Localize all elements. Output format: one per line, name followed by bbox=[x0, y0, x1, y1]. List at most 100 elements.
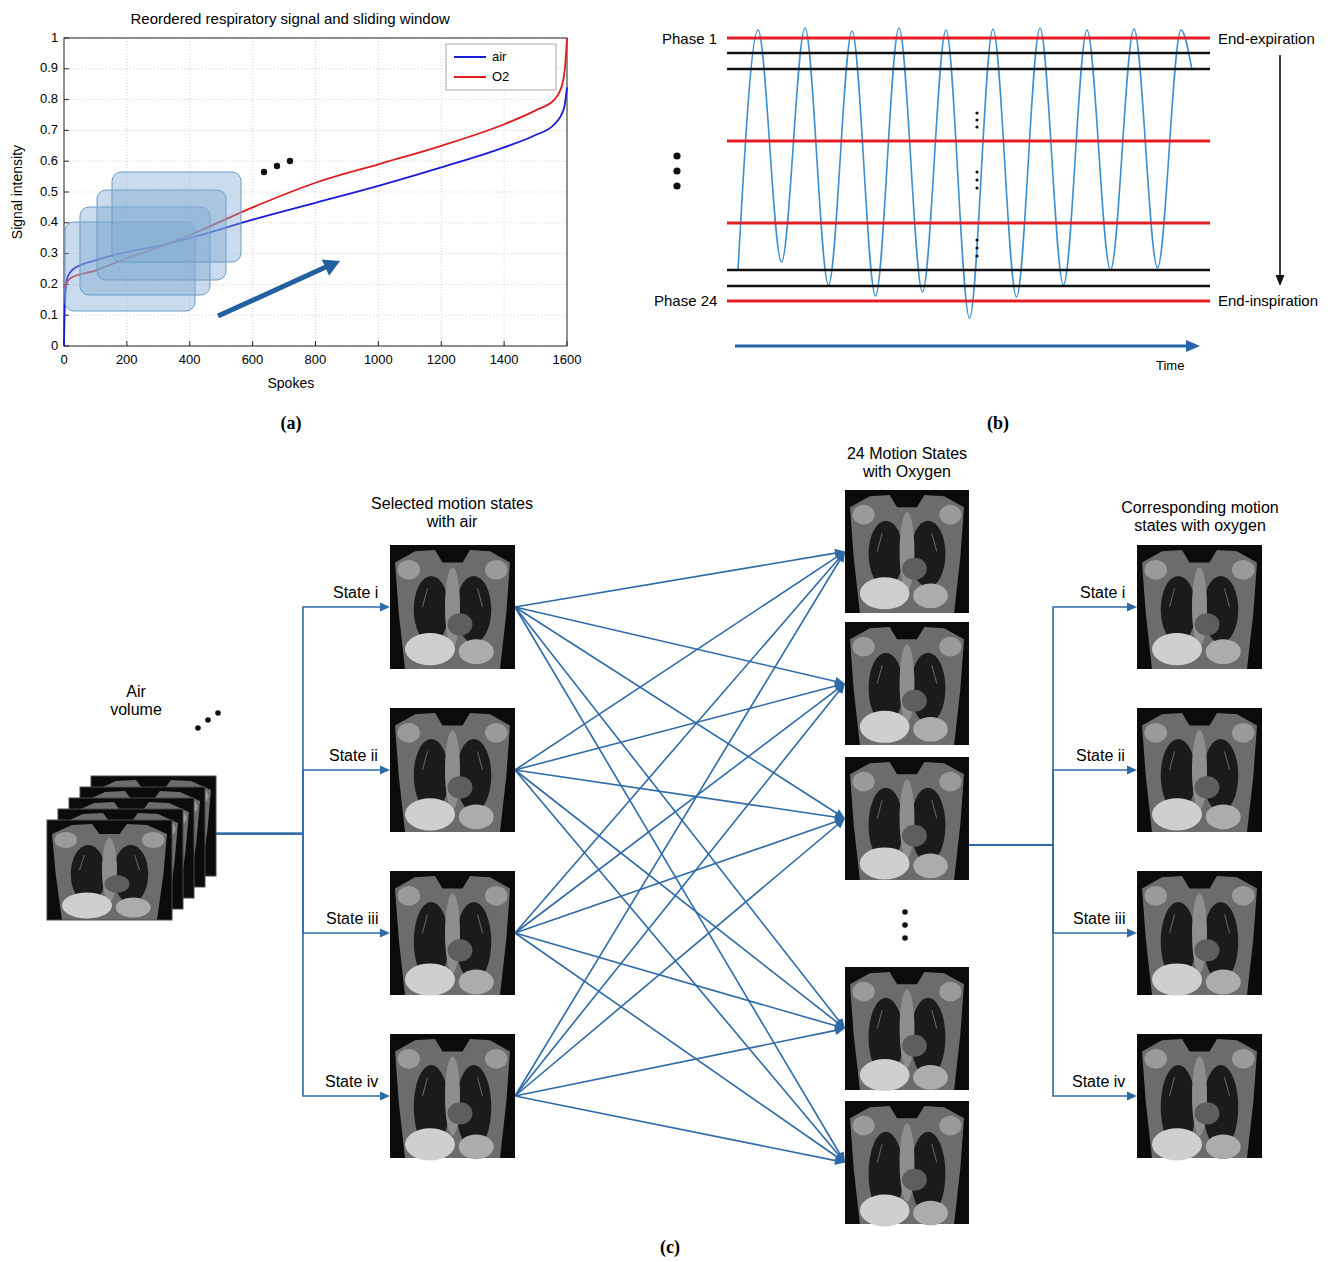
legend-text: O2 bbox=[492, 70, 509, 85]
mri-lung bbox=[869, 521, 904, 587]
state-label: State iv bbox=[325, 1073, 378, 1091]
mri-shoulder bbox=[1232, 723, 1255, 743]
state-label: State iii bbox=[326, 910, 378, 928]
tick-label: 0 bbox=[61, 353, 68, 368]
ellipsis-dots bbox=[261, 158, 293, 175]
phase-threshold bbox=[727, 269, 1210, 272]
node-illustration bbox=[390, 871, 515, 995]
respiratory-phase-plot bbox=[673, 28, 1284, 352]
arrow-head bbox=[1127, 1092, 1137, 1101]
mri-vessel bbox=[423, 914, 428, 933]
mri-lung bbox=[414, 576, 449, 643]
mri-heart bbox=[902, 825, 927, 847]
connectors bbox=[216, 549, 1137, 1165]
mri-body bbox=[1142, 713, 1257, 832]
mri-body bbox=[395, 876, 510, 995]
dot bbox=[274, 163, 280, 169]
mri-vessel bbox=[877, 665, 882, 683]
tick-label: 0.6 bbox=[40, 154, 58, 169]
connector-line bbox=[515, 685, 838, 770]
tick-label: 0.1 bbox=[40, 308, 58, 323]
mri-shoulder bbox=[55, 832, 78, 848]
node-illustration bbox=[390, 708, 515, 832]
mri-spleen bbox=[913, 1065, 948, 1090]
connector bbox=[216, 603, 390, 834]
mri-heart bbox=[902, 558, 927, 580]
mri-heart bbox=[448, 613, 473, 635]
legend-line bbox=[454, 76, 486, 78]
mri-body bbox=[1142, 876, 1257, 995]
arrow-head bbox=[835, 819, 846, 829]
mri-shoulder bbox=[142, 832, 165, 848]
volume-slice bbox=[47, 820, 172, 920]
mri-liver bbox=[1152, 1128, 1202, 1160]
connector bbox=[969, 603, 1137, 846]
connector bbox=[216, 834, 390, 1101]
mri-body bbox=[1142, 550, 1257, 669]
mri-shoulder bbox=[939, 505, 961, 525]
mri-shoulder bbox=[1145, 1049, 1168, 1069]
grid-line bbox=[315, 38, 316, 346]
grid-line bbox=[378, 38, 379, 346]
mri-shoulder bbox=[852, 505, 874, 525]
grid-line bbox=[64, 130, 567, 131]
tick-mark bbox=[126, 341, 127, 346]
mri-shoulder bbox=[398, 1049, 421, 1069]
connector-line bbox=[515, 607, 841, 1156]
tick-label: 400 bbox=[179, 353, 201, 368]
arrow-head bbox=[322, 259, 340, 275]
mri-shoulder bbox=[1232, 1049, 1255, 1069]
connector-line bbox=[216, 834, 383, 933]
dot bbox=[205, 717, 211, 723]
connector-line bbox=[969, 770, 1130, 845]
mri-spleen bbox=[913, 583, 948, 608]
mri-vessel bbox=[932, 1010, 937, 1028]
mri-heart bbox=[448, 939, 473, 961]
phase-threshold bbox=[727, 140, 1210, 143]
connector-line bbox=[515, 1030, 838, 1096]
connector-line bbox=[216, 607, 383, 834]
tick-label: 1600 bbox=[553, 353, 582, 368]
dot bbox=[902, 909, 908, 915]
slice-frame bbox=[47, 820, 172, 920]
plot-frame bbox=[64, 38, 567, 346]
connector bbox=[969, 766, 1137, 846]
mri-liver bbox=[1152, 963, 1202, 995]
mri-spleen bbox=[116, 898, 151, 918]
mri-liver bbox=[860, 847, 910, 879]
mri-background bbox=[845, 967, 969, 1090]
connector-line bbox=[969, 845, 1130, 1096]
mri-background bbox=[845, 757, 969, 880]
mri-vessel bbox=[478, 588, 483, 607]
phase-threshold bbox=[727, 52, 1210, 55]
mri-liver bbox=[405, 633, 455, 665]
mri-heart bbox=[902, 1035, 927, 1057]
phase-label: Phase 24 bbox=[654, 292, 717, 309]
arrow-head bbox=[834, 684, 845, 694]
dot bbox=[975, 125, 978, 128]
node-illustration bbox=[1137, 1034, 1262, 1158]
mri-body bbox=[850, 627, 964, 745]
mri-image: State i bbox=[390, 545, 515, 669]
mri-image: State iv bbox=[390, 1034, 515, 1158]
mri-vessel bbox=[423, 1077, 428, 1096]
mri-heart bbox=[448, 1102, 473, 1124]
mri-shoulder bbox=[1145, 560, 1168, 580]
mri-vessel bbox=[877, 533, 882, 551]
arrow-head bbox=[380, 603, 390, 612]
mri-shoulder bbox=[1232, 886, 1255, 906]
mri-vessel bbox=[932, 665, 937, 683]
tick-mark bbox=[64, 68, 69, 69]
legend-line bbox=[454, 56, 486, 58]
phase-threshold bbox=[727, 222, 1210, 225]
phase-threshold bbox=[727, 285, 1210, 288]
panel-label: (a) bbox=[281, 413, 302, 434]
state-label: State ii bbox=[1076, 747, 1125, 765]
panel-label: (c) bbox=[660, 1237, 680, 1258]
mri-vessel bbox=[135, 855, 140, 870]
sliding-window bbox=[112, 172, 241, 262]
tick-mark bbox=[64, 222, 69, 223]
mri-vessel bbox=[1225, 588, 1230, 607]
dot bbox=[975, 246, 978, 249]
phase-threshold bbox=[727, 300, 1210, 303]
